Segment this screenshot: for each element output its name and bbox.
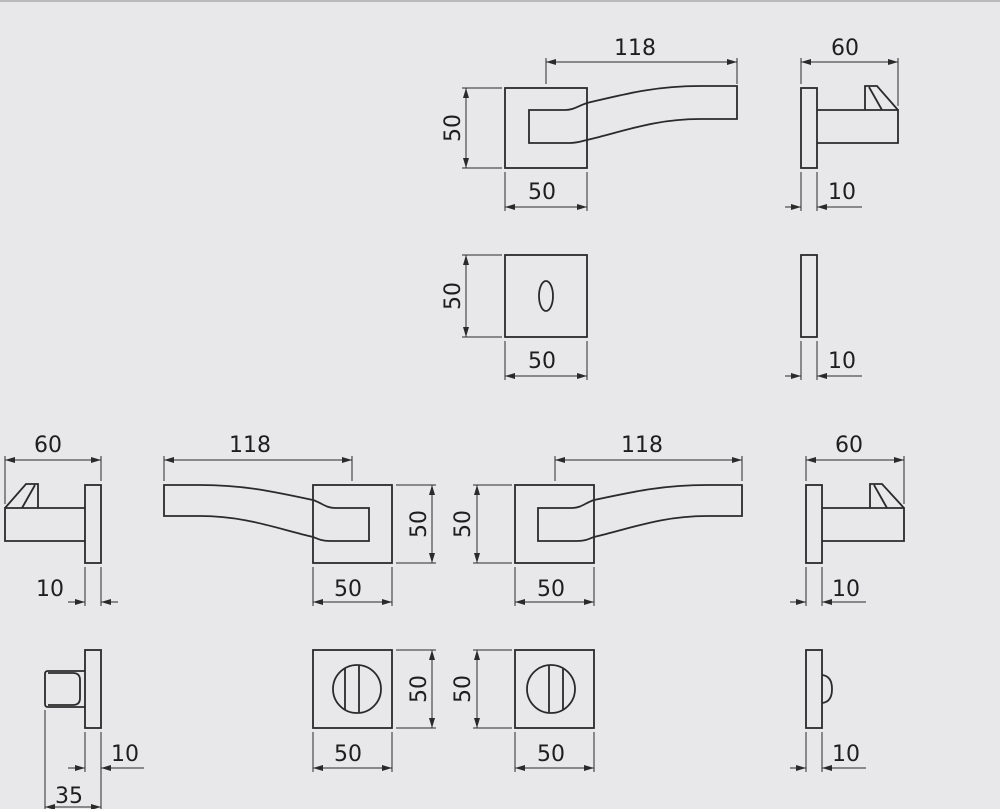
dim-depth: 60 xyxy=(835,433,863,458)
wc-release-indicator xyxy=(526,664,576,714)
lever-handle xyxy=(586,85,738,141)
dim-height: 50 xyxy=(441,282,466,310)
dim-height: 50 xyxy=(451,675,476,703)
dim-width: 50 xyxy=(334,742,362,767)
dim-width: 50 xyxy=(334,577,362,602)
lever-top-side-view: 60 10 xyxy=(785,36,899,211)
dim-length: 118 xyxy=(614,36,656,61)
wc-release-side-view: 10 xyxy=(790,649,866,772)
keyhole xyxy=(538,280,554,312)
lever-left-side-view: 60 10 xyxy=(4,433,118,606)
key-escutcheon-side-view: 10 xyxy=(785,254,862,380)
dim-plate: 10 xyxy=(832,577,860,602)
key-escutcheon-front-view: 50 50 xyxy=(441,254,588,380)
lever-right-front-view: 118 50 50 xyxy=(451,433,743,606)
rosette xyxy=(504,87,588,169)
lever-right-side-view: 60 10 xyxy=(790,433,905,606)
wc-right-front-view: 50 50 xyxy=(451,649,595,772)
dim-plate: 10 xyxy=(111,742,139,767)
top-border xyxy=(0,0,1000,2)
dim-depth: 35 xyxy=(55,784,83,809)
wc-turn-side-view: 10 35 xyxy=(44,649,144,809)
dim-depth: 60 xyxy=(831,36,859,61)
lever-top-front-view: 118 50 50 xyxy=(441,36,738,211)
dim-plate: 10 xyxy=(36,577,64,602)
dim-plate: 10 xyxy=(828,349,856,374)
dim-length: 118 xyxy=(229,433,271,458)
dim-plate: 10 xyxy=(832,742,860,767)
dim-width: 50 xyxy=(528,180,556,205)
wc-turn-knob xyxy=(332,664,382,714)
wc-left-front-view: 50 50 xyxy=(312,649,436,772)
dim-width: 50 xyxy=(528,349,556,374)
dim-length: 118 xyxy=(621,433,663,458)
dim-height: 50 xyxy=(407,675,432,703)
dim-height: 50 xyxy=(441,114,466,142)
dim-width: 50 xyxy=(537,577,565,602)
dim-depth: 60 xyxy=(34,433,62,458)
dim-plate: 10 xyxy=(828,180,856,205)
lever-left-front-view: 118 50 50 xyxy=(163,433,436,606)
dim-height: 50 xyxy=(451,510,476,538)
dim-height: 50 xyxy=(407,510,432,538)
dim-width: 50 xyxy=(537,742,565,767)
